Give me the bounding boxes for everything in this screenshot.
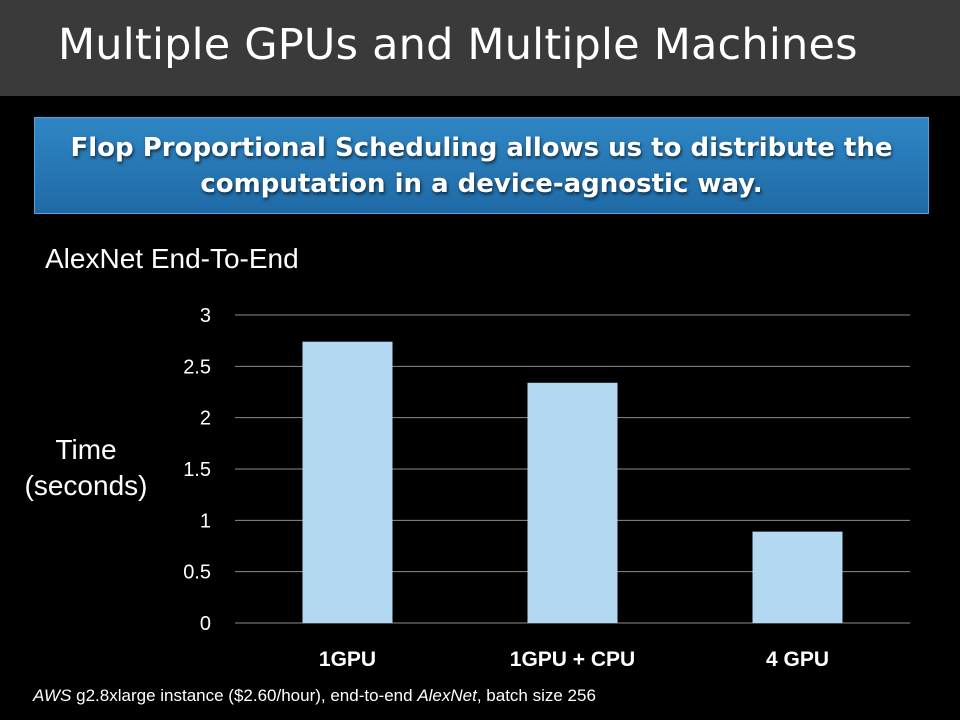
y-axis-label-line2: (seconds) (24, 470, 148, 501)
x-tick-label: 1GPU (319, 648, 376, 671)
footnote-part1: AWS (33, 686, 72, 705)
bar (752, 531, 843, 623)
y-tick-label: 1.5 (183, 459, 211, 481)
y-tick-label: 1 (200, 510, 211, 532)
footnote-part4: , batch size 256 (476, 686, 596, 705)
y-tick-label: 2 (200, 408, 211, 430)
y-tick-label: 3 (200, 305, 211, 327)
y-tick-label: 0 (200, 613, 211, 635)
x-tick-label: 1GPU + CPU (510, 648, 635, 671)
y-tick-label: 2.5 (183, 356, 211, 378)
callout-box: Flop Proportional Scheduling allows us t… (34, 117, 929, 214)
footnote-part3: AlexNet (417, 686, 477, 705)
slide-title: Multiple GPUs and Multiple Machines (58, 20, 858, 70)
callout-text: Flop Proportional Scheduling allows us t… (70, 132, 893, 199)
y-axis-label-line1: Time (55, 434, 117, 465)
footnote-part2: g2.8xlarge instance ($2.60/hour), end-to… (71, 686, 418, 705)
title-bar (0, 0, 960, 96)
y-axis-label: Time (seconds) (10, 432, 162, 504)
bar (302, 341, 393, 623)
footnote: AWS g2.8xlarge instance ($2.60/hour), en… (33, 686, 596, 706)
y-tick-label: 0.5 (183, 562, 211, 584)
x-tick-label: 4 GPU (766, 648, 829, 671)
chart-title: AlexNet End-To-End (45, 243, 299, 274)
bar (527, 382, 618, 623)
